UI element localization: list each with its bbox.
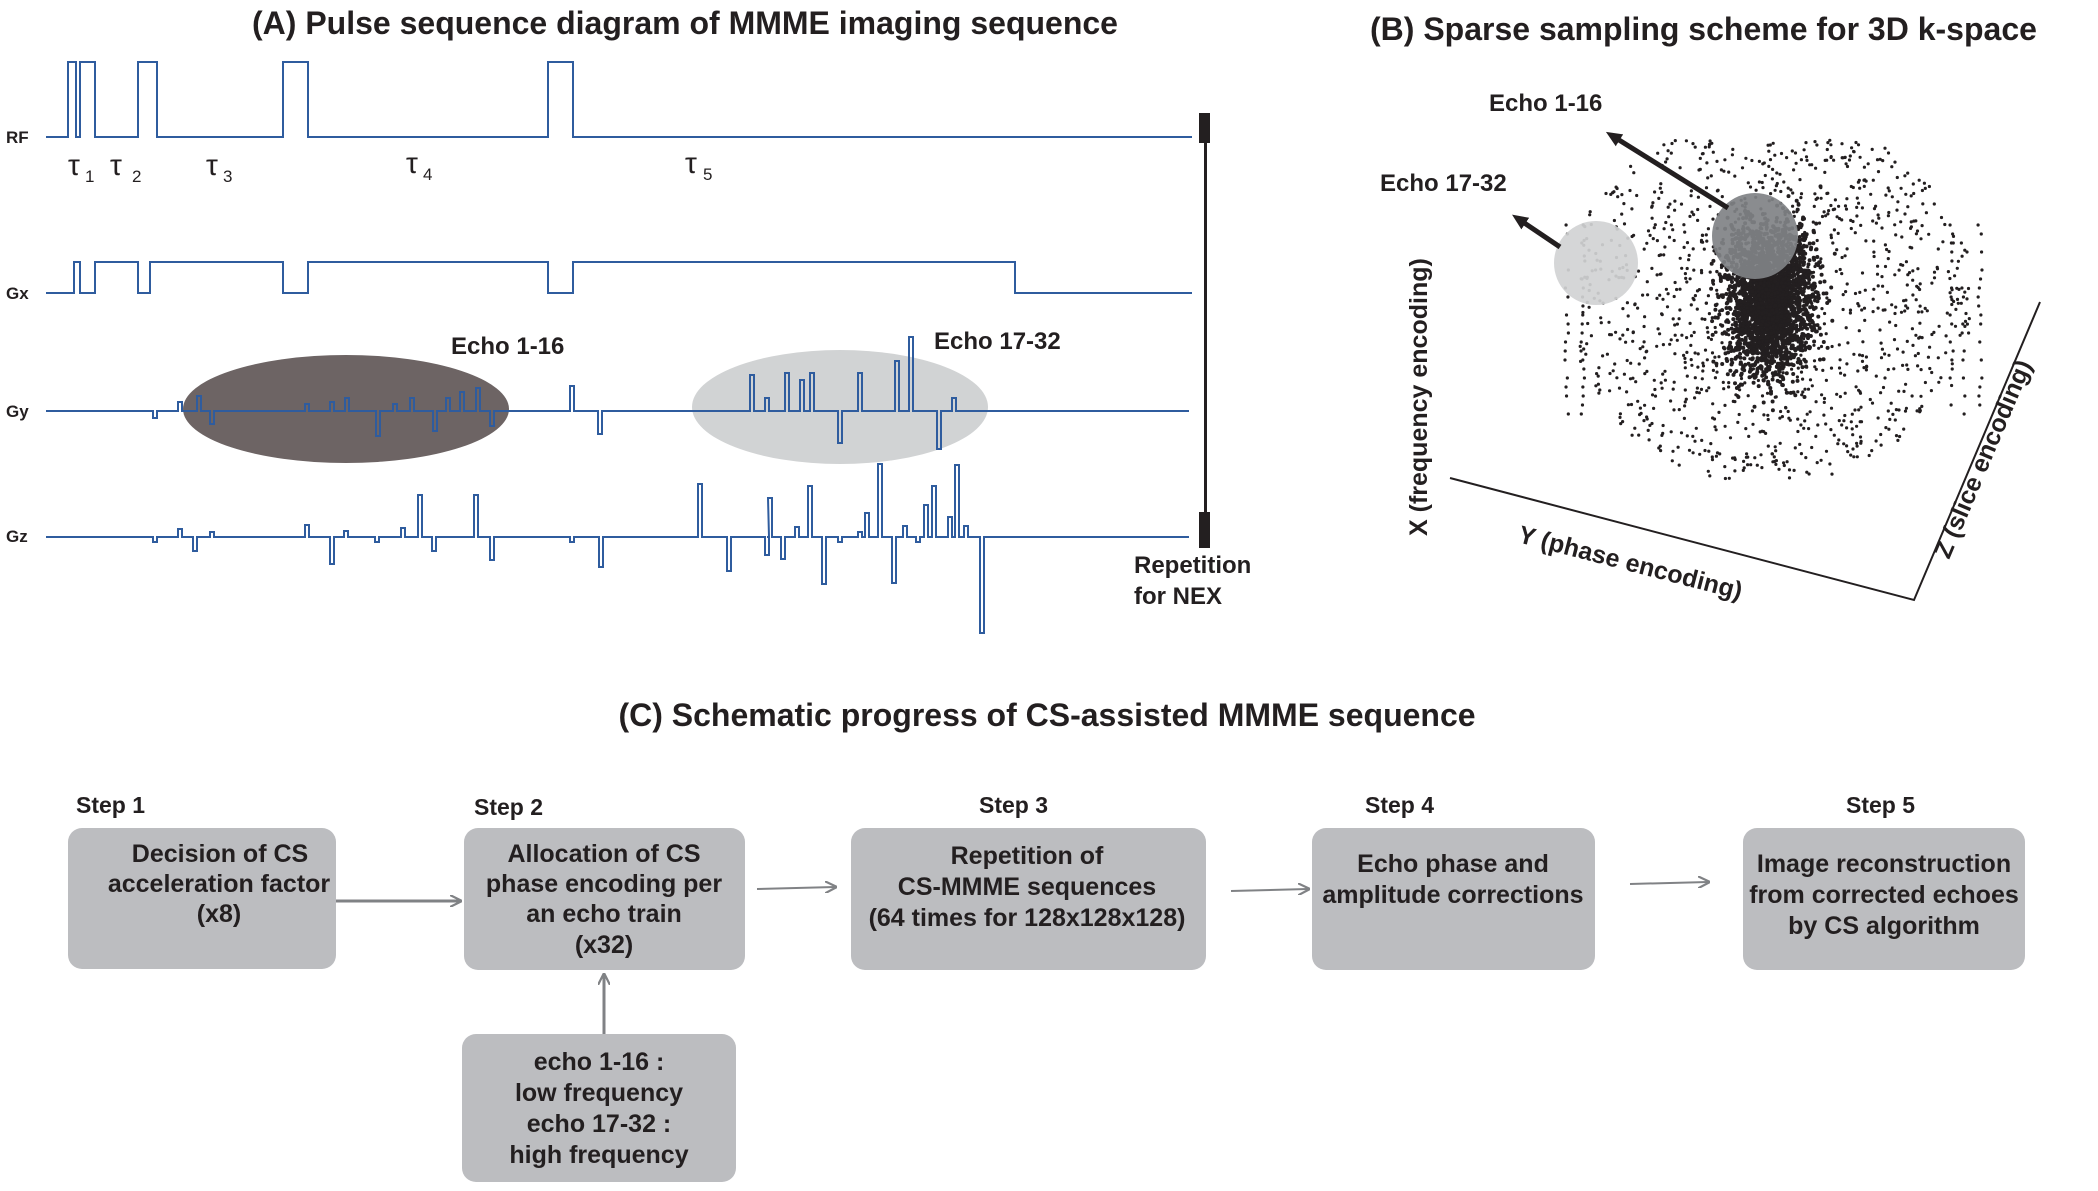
tau-2-symbol: τ [110, 149, 122, 182]
kspace-box-axes [1449, 301, 2041, 602]
kspace-sample-cloud [1563, 138, 1984, 481]
gy-channel-label: Gy [6, 402, 29, 421]
gz-channel-label: Gz [6, 527, 28, 546]
echo-17-32-region [1554, 221, 1638, 305]
gx-waveform [46, 261, 1192, 294]
arrow-step-4-to-5 [1629, 882, 1708, 884]
repetition-bar-bottom [1199, 512, 1210, 548]
echo-frequency-box [462, 1034, 736, 1182]
tau-4-symbol: τ [406, 147, 418, 180]
panel-b-title: (B) Sparse sampling scheme for 3D k-spac… [1370, 11, 2037, 47]
panel-a-title: (A) Pulse sequence diagram of MMME imagi… [252, 5, 1118, 41]
y-axis-label: Y (phase encoding) [1515, 521, 1745, 606]
tau-5-symbol: τ [685, 147, 697, 180]
step-5-box [1743, 828, 2025, 970]
echo-1-16-region [1712, 193, 1798, 279]
step-5-label: Step 5 [1846, 792, 1915, 818]
echo-frequency-text-line-2: low frequency [515, 1079, 683, 1107]
echo-1-16-label: Echo 1-16 [451, 333, 564, 360]
step-2-box [464, 828, 745, 970]
step-2-text-line-1: Allocation of CS [507, 840, 700, 868]
step-1-label: Step 1 [76, 792, 145, 818]
step-4-text-line-2: amplitude corrections [1322, 881, 1583, 909]
arrow-step-2-to-3 [756, 887, 835, 889]
echo-frequency-text-line-4: high frequency [509, 1141, 688, 1169]
panel-a: (A) Pulse sequence diagram of MMME imagi… [6, 5, 1251, 634]
repetition-label-line-1: Repetition [1134, 552, 1251, 579]
tau-2-subscript: 2 [132, 167, 141, 186]
step-3-text-line-1: Repetition of [951, 842, 1104, 870]
step-3-text-line-2: CS-MMME sequences [898, 873, 1156, 901]
step-1-text-line-3: (x8) [197, 900, 241, 928]
tau-1-subscript: 1 [85, 167, 94, 186]
echo-17-32-ellipse [692, 350, 988, 464]
step-1-box [68, 828, 336, 969]
step-1-text-line-2: acceleration factor [108, 870, 331, 898]
echo-frequency-text-line-1: echo 1-16 : [534, 1048, 665, 1076]
step-4-text-line-1: Echo phase and [1357, 850, 1549, 878]
panel-c: (C) Schematic progress of CS-assisted MM… [68, 697, 2025, 1182]
panel-b: (B) Sparse sampling scheme for 3D k-spac… [1370, 11, 2041, 606]
echo-17-32-arrow [1512, 214, 1562, 250]
rf-waveform [46, 61, 1192, 138]
echo-17-32-label: Echo 17-32 [934, 328, 1061, 355]
gy-waveform [46, 336, 1189, 450]
step-2-label: Step 2 [474, 794, 543, 820]
gx-channel-label: Gx [6, 284, 29, 303]
step-3-box [851, 828, 1206, 970]
step-5-text-line-3: by CS algorithm [1788, 912, 1980, 940]
z-axis-label: Z (slice encoding) [1929, 356, 2038, 563]
tau-labels: τ 1 τ 2 τ 3 τ 4 τ 5 [68, 147, 712, 186]
tau-4-subscript: 4 [423, 165, 432, 184]
step-2-text-line-4: (x32) [575, 931, 633, 959]
rf-channel-label: RF [6, 128, 29, 147]
x-axis-label: X (frequency encoding) [1405, 258, 1433, 536]
repetition-label-line-2: for NEX [1134, 583, 1222, 610]
b-echo-1-16-label: Echo 1-16 [1489, 90, 1602, 117]
step-4-label: Step 4 [1365, 792, 1434, 818]
step-3-label: Step 3 [979, 792, 1048, 818]
echo-1-16-arrow [1605, 131, 1730, 211]
panel-c-title: (C) Schematic progress of CS-assisted MM… [618, 697, 1475, 733]
step-5-text-line-2: from corrected echoes [1749, 881, 2019, 909]
repetition-bar-line [1204, 113, 1207, 548]
echo-frequency-text-line-3: echo 17-32 : [527, 1110, 672, 1138]
step-4-box [1312, 828, 1595, 970]
arrow-step-3-to-4 [1230, 889, 1308, 891]
step-3-text-line-3: (64 times for 128x128x128) [869, 904, 1186, 932]
step-2-text-line-2: phase encoding per [486, 870, 722, 898]
step-2-text-line-3: an echo train [526, 900, 682, 928]
step-5-text-line-1: Image reconstruction [1757, 850, 2011, 878]
tau-5-subscript: 5 [703, 165, 712, 184]
b-echo-17-32-label: Echo 17-32 [1380, 170, 1507, 197]
gz-waveform [46, 463, 1189, 634]
tau-3-subscript: 3 [223, 167, 232, 186]
step-1-text-line-1: Decision of CS [132, 840, 308, 868]
tau-1-symbol: τ [68, 149, 80, 182]
tau-3-symbol: τ [206, 149, 218, 182]
